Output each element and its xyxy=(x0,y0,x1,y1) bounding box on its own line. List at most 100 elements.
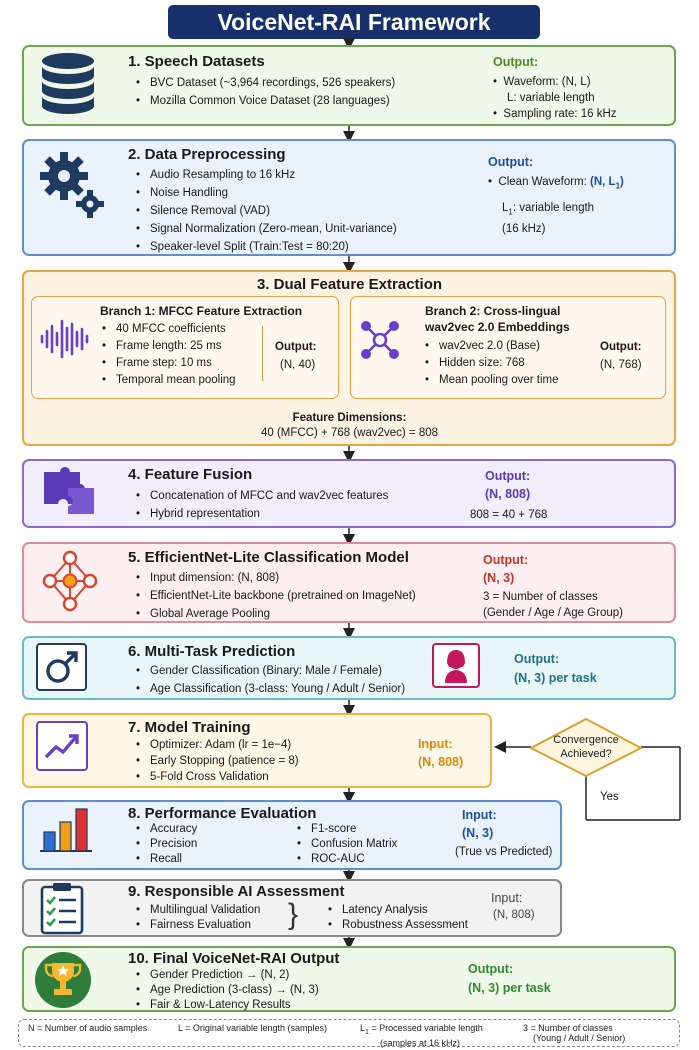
bar-chart-icon-bar xyxy=(75,808,88,852)
list-item: Mean pooling over time xyxy=(425,372,559,389)
stage9-bullets-left: Multilingual Validation Fairness Evaluat… xyxy=(136,903,260,933)
stage7-input: (N, 808) xyxy=(418,755,464,769)
stage4-output: (N, 808) xyxy=(485,487,531,501)
list-item: ROC-AUC xyxy=(297,852,397,867)
stage1-title: 1. Speech Datasets xyxy=(128,53,265,70)
stage8-bullets-right: F1-score Confusion Matrix ROC-AUC xyxy=(297,822,397,867)
waveform-icon xyxy=(40,319,89,359)
stage4-title: 4. Feature Fusion xyxy=(128,466,253,483)
list-item: F1-score xyxy=(297,822,397,837)
network-icon xyxy=(361,321,399,359)
list-item: Mozilla Common Voice Dataset (28 languag… xyxy=(136,92,395,110)
stage9-title: 9. Responsible AI Assessment xyxy=(128,883,345,900)
list-item: Multilingual Validation xyxy=(136,903,260,918)
branch2-bullets: wav2vec 2.0 (Base) Hidden size: 768 Mean… xyxy=(425,338,559,389)
stage1-output: • Waveform: (N, L) L: variable length • … xyxy=(493,76,617,120)
stage8-title: 8. Performance Evaluation xyxy=(128,805,317,822)
stage10-bullets: Gender Prediction → (N, 2) Age Predictio… xyxy=(136,968,319,1013)
stage10-title: 10. Final VoiceNet-RAI Output xyxy=(128,950,340,967)
stage-responsible-ai xyxy=(22,879,562,937)
stage2-output: • Clean Waveform: (N, L1) L1: variable l… xyxy=(488,176,624,235)
list-item: Frame step: 10 ms xyxy=(102,355,236,372)
legend-box xyxy=(18,1019,680,1047)
list-item: Accuracy xyxy=(136,822,197,837)
clipboard-checklist-icon xyxy=(40,883,84,935)
stage8-input-note: (True vs Predicted) xyxy=(455,846,553,858)
stage-performance-evaluation xyxy=(22,800,562,870)
list-item: Audio Resampling to 16 kHz xyxy=(136,166,397,184)
list-item: Signal Normalization (Zero-mean, Unit-va… xyxy=(136,220,397,238)
list-item: 40 MFCC coefficients xyxy=(102,321,236,338)
stage7-title: 7. Model Training xyxy=(128,719,251,736)
decision-label: Convergence Achieved? xyxy=(553,734,619,760)
branch2-output: (N, 768) xyxy=(600,359,642,371)
stage8-bullets-left: Accuracy Precision Recall xyxy=(136,822,197,867)
list-item: Gender Classification (Binary: Male / Fe… xyxy=(136,662,405,680)
branch1-output: (N, 40) xyxy=(280,359,316,371)
list-item: Fairness Evaluation xyxy=(136,918,260,933)
person-icon xyxy=(432,643,480,688)
bar-chart-icon xyxy=(40,808,92,852)
neural-network-icon xyxy=(42,550,98,612)
branch1-bullets: 40 MFCC coefficients Frame length: 25 ms… xyxy=(102,321,236,389)
list-item: Latency Analysis xyxy=(328,903,468,918)
stage3-title: 3. Dual Feature Extraction xyxy=(256,276,443,293)
stage2-output-label: Output: xyxy=(488,155,534,169)
stage-final-output xyxy=(22,946,676,1012)
branch1-title: Branch 1: MFCC Feature Extraction xyxy=(100,304,303,318)
trophy-icon xyxy=(35,952,91,1008)
branch2-output-label: Output: xyxy=(600,341,642,353)
framework-title: VoiceNet-RAI Framework xyxy=(168,5,540,39)
list-item: EfficientNet-Lite backbone (pretrained o… xyxy=(136,587,416,605)
stage8-input-label: Input: xyxy=(462,808,497,822)
stage5-title: 5. EfficientNet-Lite Classification Mode… xyxy=(128,549,409,566)
branch2-title: Branch 2: Cross-lingual wav2vec 2.0 Embe… xyxy=(425,304,570,334)
list-item: Precision xyxy=(136,837,197,852)
stage6-output: (N, 3) per task xyxy=(514,671,597,685)
list-item: Age Prediction (3-class) → (N, 3) xyxy=(136,983,319,998)
list-item: Speaker-level Split (Train:Test = 80:20) xyxy=(136,238,397,256)
list-item: Input dimension: (N, 808) xyxy=(136,569,416,587)
list-item: Silence Removal (VAD) xyxy=(136,202,397,220)
stage10-output: (N, 3) per task xyxy=(468,981,551,995)
database-icon xyxy=(42,53,94,114)
stage9-brace: } xyxy=(288,898,299,931)
list-item: Temporal mean pooling xyxy=(102,372,236,389)
stage10-output-label: Output: xyxy=(468,962,514,976)
puzzle-icon xyxy=(44,467,94,514)
list-item: Age Classification (3-class: Young / Adu… xyxy=(136,680,405,698)
stage2-bullets: Audio Resampling to 16 kHz Noise Handlin… xyxy=(136,166,397,256)
stage8-input: (N, 3) xyxy=(462,826,494,840)
list-item: 5-Fold Cross Validation xyxy=(136,769,299,785)
legend-l1: L1 = Processed variable length (samples … xyxy=(360,1023,483,1048)
list-item: Robustness Assessment xyxy=(328,918,468,933)
branch1-output-label: Output: xyxy=(275,341,317,353)
stage9-bullets-right: Latency Analysis Robustness Assessment xyxy=(328,903,468,933)
gears-icon xyxy=(40,152,104,218)
legend-n: N = Number of audio samples xyxy=(28,1023,148,1033)
stage5-bullets: Input dimension: (N, 808) EfficientNet-L… xyxy=(136,569,416,623)
list-item: Frame length: 25 ms xyxy=(102,338,236,355)
stage2-title: 2. Data Preprocessing xyxy=(128,146,286,163)
stage5-output-label: Output: xyxy=(483,553,529,567)
list-item: Global Average Pooling xyxy=(136,605,416,623)
list-item: Optimizer: Adam (lr = 1e−4) xyxy=(136,737,299,753)
list-item: wav2vec 2.0 (Base) xyxy=(425,338,559,355)
list-item: Confusion Matrix xyxy=(297,837,397,852)
convergence-decision xyxy=(529,718,643,778)
list-item: Hidden size: 768 xyxy=(425,355,559,372)
stage5-output: (N, 3) xyxy=(483,571,515,585)
stage6-output-label: Output: xyxy=(514,652,560,666)
list-item: Gender Prediction → (N, 2) xyxy=(136,968,319,983)
feature-dimensions: Feature Dimensions: 40 (MFCC) + 768 (wav… xyxy=(260,412,439,439)
stage4-output-label: Output: xyxy=(485,469,531,483)
stage9-input: (N, 808) xyxy=(493,909,535,921)
male-symbol-icon xyxy=(36,643,87,691)
list-item: BVC Dataset (~3,964 recordings, 526 spea… xyxy=(136,74,395,92)
bar-chart-icon-bar xyxy=(43,831,56,852)
stage6-bullets: Gender Classification (Binary: Male / Fe… xyxy=(136,662,405,698)
list-item: Early Stopping (patience = 8) xyxy=(136,753,299,769)
legend-l: L = Original variable length (samples) xyxy=(178,1023,327,1033)
trend-up-icon xyxy=(36,721,88,771)
bar-chart-icon-bar xyxy=(59,821,72,852)
